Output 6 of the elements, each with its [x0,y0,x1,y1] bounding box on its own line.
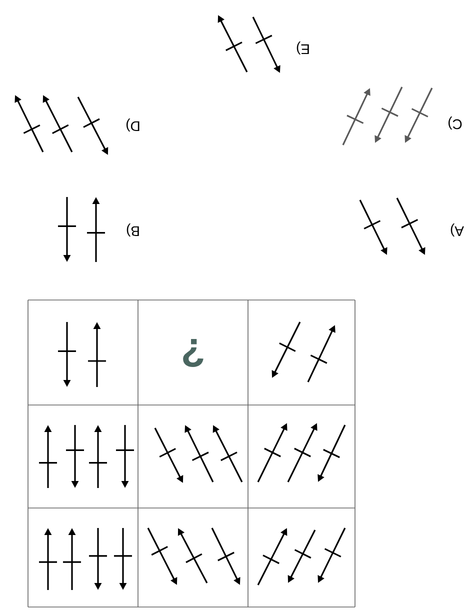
option-label: A) [450,223,464,237]
option-label: C) [448,116,462,130]
question-mark: ? [183,339,204,367]
option-label: D) [126,118,140,132]
option-label: B) [126,223,139,237]
option-label: E) [296,41,309,55]
